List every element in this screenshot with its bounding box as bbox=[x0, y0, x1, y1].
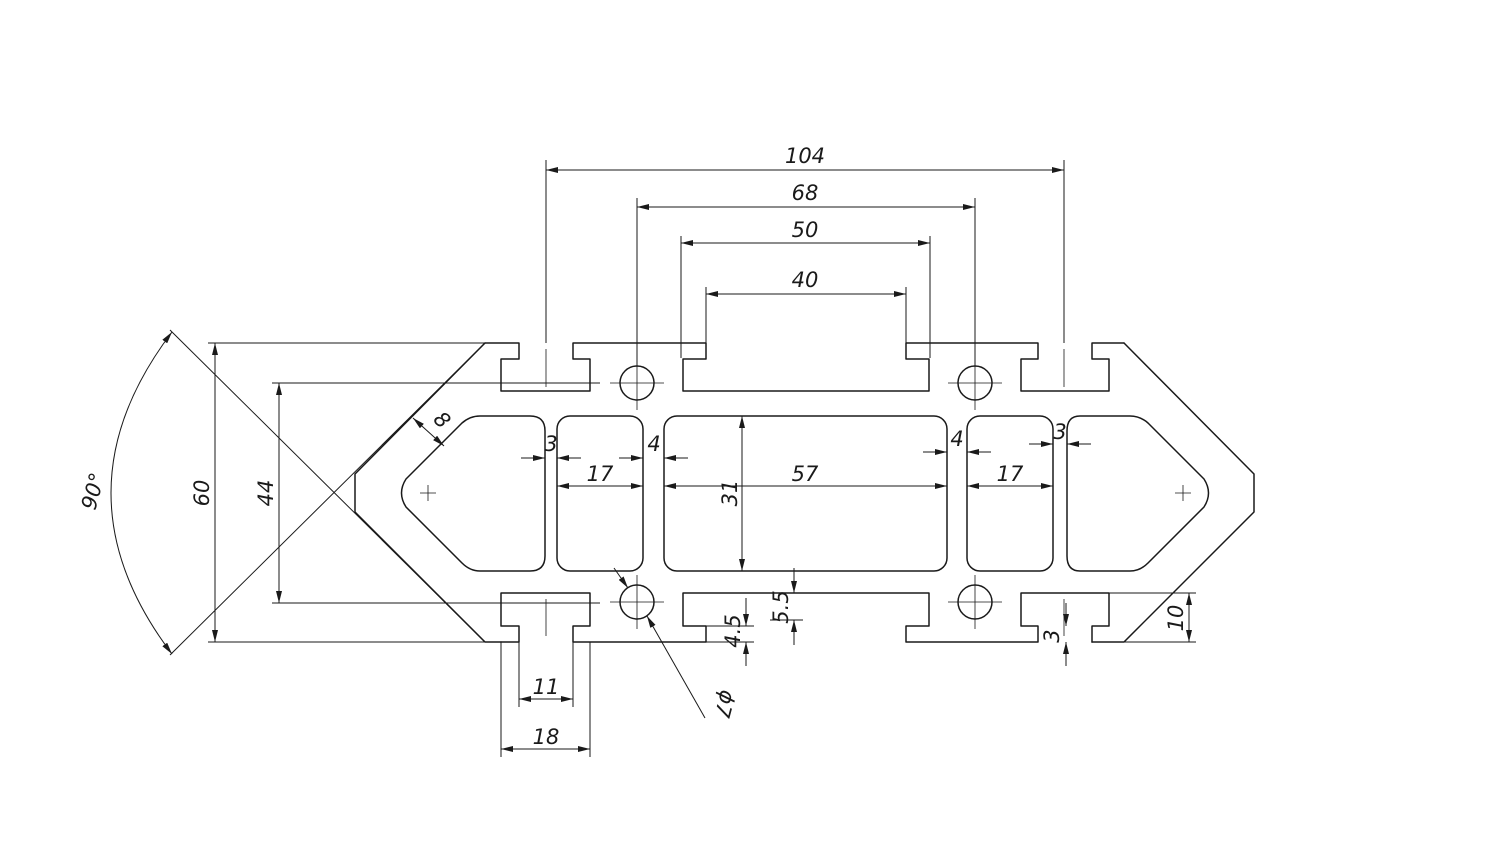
dim-3-right-label: 3 bbox=[1053, 420, 1066, 444]
dim-cavity-center-width: 57 bbox=[664, 462, 947, 489]
dim-phi7-label: ϕ7 bbox=[709, 688, 739, 721]
dim-104-label: 104 bbox=[785, 144, 825, 168]
center-marks bbox=[420, 349, 1191, 636]
dim-chamfer-wall: 8 bbox=[412, 407, 455, 447]
dim-slot-lip: 4.5 bbox=[706, 598, 754, 666]
dim-edge-height: 10 bbox=[1109, 592, 1196, 643]
dim-57-label: 57 bbox=[792, 462, 819, 486]
dim-slot-opening: 11 bbox=[518, 642, 574, 707]
dim-cavity-right: 17 bbox=[967, 462, 1053, 489]
cavity-right-end bbox=[1066, 415, 1210, 572]
dim-slot-width: 18 bbox=[500, 642, 591, 757]
dim-3-left-label: 3 bbox=[544, 432, 557, 456]
dim-3-bottom-label: 3 bbox=[1040, 629, 1064, 642]
dim-slot-depth: 5.5 bbox=[769, 568, 803, 645]
dim-wall-left: 3 bbox=[521, 432, 581, 461]
dim-11-label: 11 bbox=[533, 675, 560, 699]
dim-17-right-label: 17 bbox=[997, 462, 1024, 486]
cavity-left bbox=[556, 415, 644, 572]
dim-4_5-label: 4.5 bbox=[721, 614, 745, 647]
dim-44-label: 44 bbox=[254, 480, 278, 507]
dim-31-label: 31 bbox=[718, 480, 742, 507]
dim-68-label: 68 bbox=[792, 181, 819, 205]
dim-hole-pitch-vertical: 44 bbox=[254, 382, 600, 604]
dim-40-label: 40 bbox=[792, 268, 819, 292]
dim-inner-slot-outer: 50 bbox=[680, 218, 931, 358]
cavity-left-end bbox=[400, 415, 546, 572]
dim-height: 60 bbox=[190, 342, 501, 643]
dim-90deg-label: 90° bbox=[77, 470, 110, 512]
dim-4-left-label: 4 bbox=[647, 432, 660, 456]
profile-outline bbox=[354, 342, 1255, 643]
dim-inner-slot-opening: 40 bbox=[705, 268, 907, 343]
right-chamfer-outline bbox=[1091, 342, 1255, 643]
cavity-center bbox=[663, 415, 948, 572]
dim-50-label: 50 bbox=[792, 218, 819, 242]
dim-5_5-label: 5.5 bbox=[769, 590, 793, 623]
dim-chamfer-angle: 90° bbox=[77, 329, 486, 656]
bottom-slots bbox=[500, 592, 1110, 643]
dim-web-left: 4 bbox=[619, 432, 688, 461]
dim-18-label: 18 bbox=[533, 725, 560, 749]
dim-edge-lip: 3 bbox=[1040, 603, 1069, 666]
dim-cavity-left: 17 bbox=[557, 462, 643, 489]
dim-60-label: 60 bbox=[190, 480, 214, 507]
dim-cavity-center-height: 31 bbox=[718, 416, 745, 571]
dim-17-left-label: 17 bbox=[587, 462, 614, 486]
dim-8-label: 8 bbox=[429, 407, 455, 433]
dim-4-right-label: 4 bbox=[950, 427, 963, 451]
cavity-right bbox=[966, 415, 1054, 572]
dim-overall-width: 104 bbox=[545, 144, 1065, 343]
dim-10-label: 10 bbox=[1164, 605, 1188, 632]
top-left-slot bbox=[484, 342, 1125, 392]
dim-web-right: 4 bbox=[923, 427, 991, 455]
dim-wall-right: 3 bbox=[1029, 420, 1091, 447]
dim-outer-hole-pitch: 68 bbox=[636, 181, 976, 366]
